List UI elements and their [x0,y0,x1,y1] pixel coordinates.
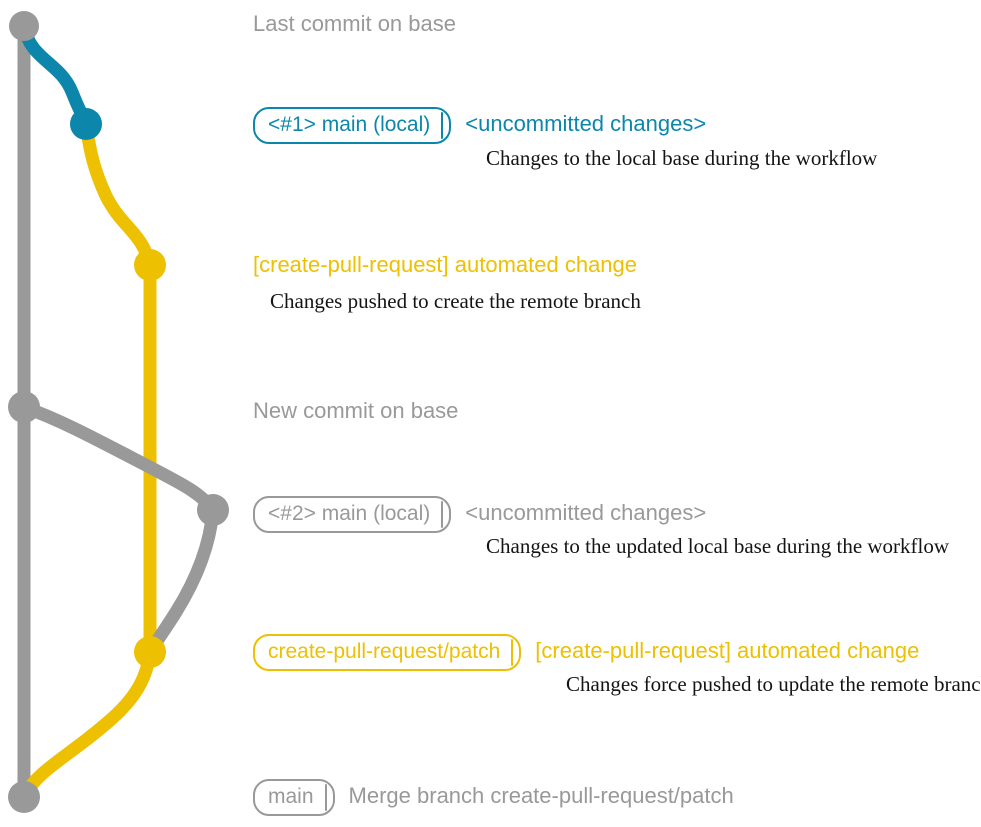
commit-subject-patch-2: [create-pull-request] automated change [535,638,920,663]
branch-badge-patch-2-label: create-pull-request/patch [268,640,501,663]
yellow-merge-line [17,645,157,804]
commit-node-patch-1[interactable] [134,249,166,281]
commit-description-patch-2: Changes force pushed to update the remot… [566,672,981,696]
row-local-1: <#1> main (local) <uncommitted changes> [253,107,706,144]
commit-subject-merge: Merge branch create-pull-request/patch [348,783,734,808]
branch-badge-local-1-label: <#1> main (local) [268,113,431,136]
row-patch-2: create-pull-request/patch [create-pull-r… [253,634,919,671]
row-last-commit-on-base: Last commit on base [253,11,456,37]
commit-subject-local-1: <uncommitted changes> [465,111,707,136]
row-merge: main Merge branch create-pull-request/pa… [253,779,734,816]
commit-description-patch-1: Changes pushed to create the remote bran… [270,289,641,313]
commit-headline-last-commit-on-base: Last commit on base [253,11,456,36]
row-patch-1: [create-pull-request] automated change [253,252,637,278]
branch-badge-main[interactable]: main [253,779,335,816]
commit-headline-patch-1: [create-pull-request] automated change [253,252,638,277]
branch-badge-local-2-label: <#2> main (local) [268,502,431,525]
branch-badge-patch-2[interactable]: create-pull-request/patch [253,634,522,671]
blue-branch-line [17,19,93,131]
gray-side-branch-line [17,400,220,517]
branch-badge-local-2[interactable]: <#2> main (local) [253,496,452,533]
commit-description-local-2: Changes to the updated local base during… [486,534,950,558]
yellow-branch-line-upper [79,117,157,272]
row-new-commit-on-base: New commit on base [253,398,458,424]
row-local-2: <#2> main (local) <uncommitted changes> [253,496,706,533]
commit-node-base-top[interactable] [9,11,39,41]
branch-badge-local-1[interactable]: <#1> main (local) [253,107,452,144]
gray-merge-line [143,503,220,659]
commit-description-local-1: Changes to the local base during the wor… [486,146,878,170]
commit-subject-local-2: <uncommitted changes> [465,500,707,525]
commit-node-local-2[interactable] [197,494,229,526]
commit-headline-new-commit-on-base: New commit on base [253,398,459,423]
branch-badge-main-label: main [268,785,314,808]
commit-node-patch-2[interactable] [134,636,166,668]
commit-node-base-new[interactable] [8,391,40,423]
commit-node-merge[interactable] [8,781,40,813]
commit-node-local-1[interactable] [70,108,102,140]
